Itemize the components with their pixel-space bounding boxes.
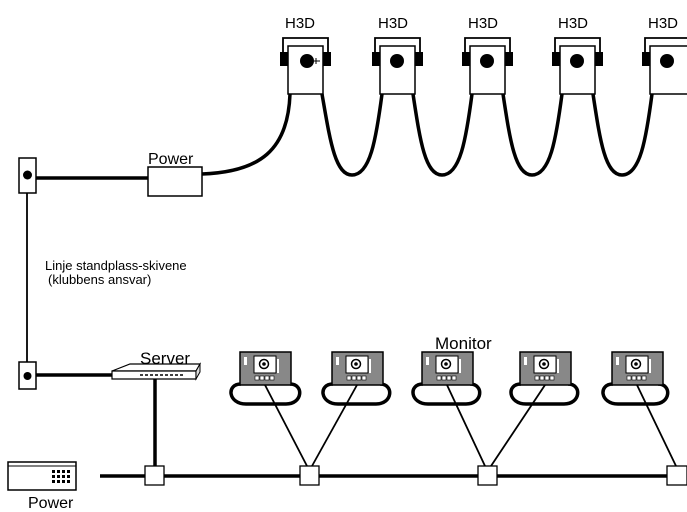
- power-supply-top: Power: [147, 151, 203, 197]
- h3d-target-unit: H3D: [372, 15, 423, 95]
- target-sensor-icon: [660, 54, 674, 68]
- target-sensor-icon: [300, 54, 314, 68]
- h3d-target-unit: H3D: [280, 15, 331, 95]
- h3d-target-unit: H3D: [552, 15, 603, 95]
- h3d-label: H3D: [648, 15, 678, 32]
- monitor-device: [411, 351, 482, 406]
- monitor-connection-lines: [264, 384, 677, 467]
- target-sensor-icon: [480, 54, 494, 68]
- h3d-label: H3D: [378, 15, 408, 32]
- wall-socket-top: [18, 157, 37, 194]
- target-daisy-chain-cables: [201, 93, 654, 177]
- monitor-device: [229, 351, 302, 406]
- h3d-target-unit: H3D: [642, 15, 687, 95]
- monitor-device: [321, 351, 392, 406]
- server-label: Server: [140, 349, 190, 368]
- monitor-device: [509, 351, 580, 406]
- line-note-label: Linje standplass-skivene: [45, 258, 187, 273]
- power-label-bottom: Power: [28, 495, 74, 512]
- junction-boxes: [144, 465, 687, 486]
- power-supply-bottom: Power: [7, 461, 77, 512]
- target-sensor-icon: [390, 54, 404, 68]
- server-device: Server: [111, 349, 202, 381]
- h3d-label: H3D: [468, 15, 498, 32]
- power-label-top: Power: [148, 151, 194, 168]
- monitor-device: [601, 351, 670, 406]
- h3d-label: H3D: [285, 15, 315, 32]
- wall-socket-bottom: [18, 361, 37, 390]
- line-note-sub-label: (klubbens ansvar): [48, 272, 151, 287]
- monitor-label: Monitor: [435, 334, 492, 353]
- monitor-row: [229, 351, 670, 406]
- h3d-target-unit: H3D: [462, 15, 513, 95]
- target-sensor-icon: [570, 54, 584, 68]
- h3d-target-row: H3D H3D H3D H3D: [280, 15, 687, 95]
- h3d-label: H3D: [558, 15, 588, 32]
